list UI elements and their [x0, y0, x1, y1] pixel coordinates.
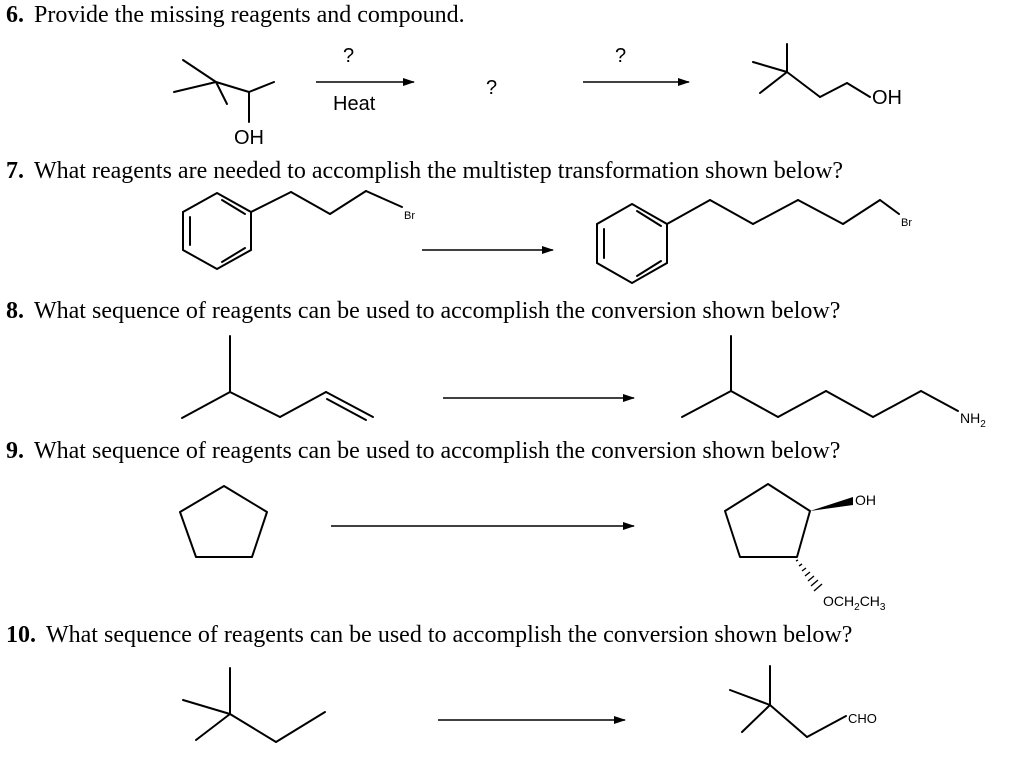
q9-hash-bond — [795, 559, 823, 592]
q6-starting-alcohol — [173, 59, 275, 123]
question-6: 6. Provide the missing reagents and compo… — [6, 2, 465, 29]
q8-starting-alkene — [181, 335, 374, 421]
question-number: 6. — [6, 2, 24, 28]
question-7: 7. What reagents are needed to accomplish… — [6, 158, 843, 185]
q8-product-nh2-label: NH2 — [960, 410, 986, 430]
q6-intermediate-placeholder: ? — [486, 77, 497, 99]
q9-cyclopentane — [179, 485, 268, 558]
question-text: Provide the missing reagents and compoun… — [34, 2, 465, 28]
q10-starting-material — [182, 667, 326, 743]
q6-reagent-1-condition: Heat — [333, 93, 376, 115]
q9-wedge-bond — [810, 497, 853, 511]
q7-starting-material — [182, 190, 403, 271]
q6-product-alcohol — [752, 43, 871, 98]
question-text: What reagents are needed to accomplish t… — [34, 158, 844, 184]
question-10: 10. What sequence of reagents can be used… — [6, 622, 852, 649]
q6-reagent-1-placeholder: ? — [343, 45, 354, 67]
q6-start-oh-label: OH — [234, 127, 264, 149]
q7-product — [596, 199, 900, 285]
question-number: 9. — [6, 438, 24, 464]
question-text: What sequence of reagents can be used to… — [34, 438, 841, 464]
q7-product-br-label: Br — [901, 217, 912, 229]
q9-product-oh-label: OH — [855, 492, 876, 508]
q6-product-oh-label: OH — [872, 87, 902, 109]
question-number: 10. — [6, 622, 36, 648]
q10-product-cho-label: CHO — [848, 711, 877, 726]
question-text: What sequence of reagents can be used to… — [34, 298, 841, 324]
question-number: 8. — [6, 298, 24, 324]
question-8: 8. What sequence of reagents can be used … — [6, 298, 840, 325]
q9-product-ethoxy-label: OCH2CH3 — [823, 593, 886, 613]
q6-reagent-2-placeholder: ? — [615, 45, 626, 67]
q7-start-br-label: Br — [404, 210, 415, 222]
question-9: 9. What sequence of reagents can be used … — [6, 438, 840, 465]
q10-product-aldehyde — [729, 665, 847, 738]
q9-product — [724, 483, 853, 592]
q8-product-amine — [681, 335, 959, 418]
question-number: 7. — [6, 158, 24, 184]
question-text: What sequence of reagents can be used to… — [46, 622, 853, 648]
